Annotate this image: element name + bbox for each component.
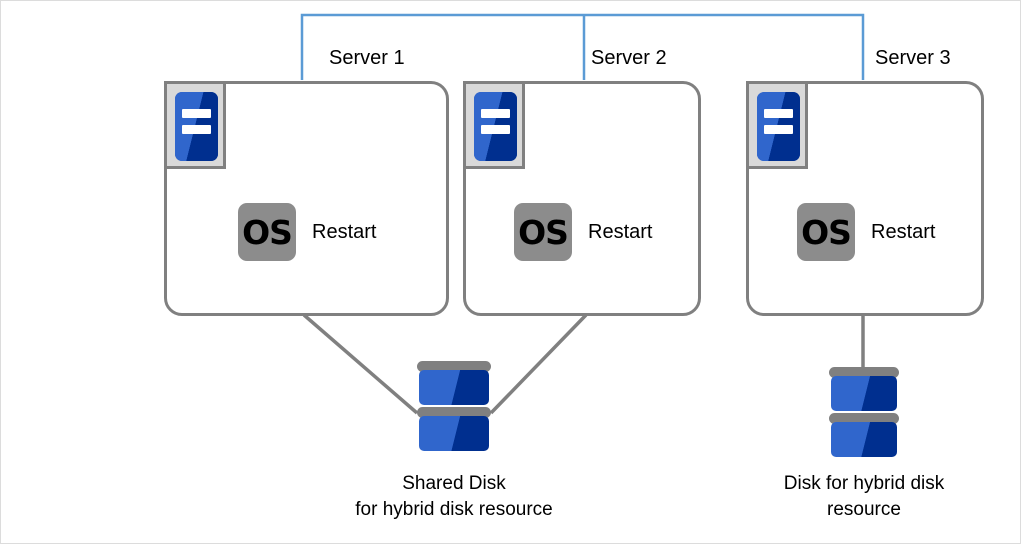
server-3-box[interactable]: OS Restart bbox=[746, 81, 984, 316]
disk-plate-middle bbox=[829, 413, 899, 424]
server-2-box[interactable]: OS Restart bbox=[463, 81, 701, 316]
disk-block-fill bbox=[831, 422, 897, 457]
shared-disk-caption: Shared Disk for hybrid disk resource bbox=[304, 471, 604, 522]
server-1-os-row: OS Restart bbox=[238, 203, 376, 261]
disk-block-fill bbox=[419, 370, 489, 405]
server-3-os-chip: OS bbox=[797, 203, 855, 261]
server-icon bbox=[175, 92, 218, 161]
server-icon-bar-top bbox=[182, 109, 211, 118]
disk-block-fill bbox=[419, 416, 489, 451]
server-2-badge bbox=[463, 81, 525, 169]
shared-disk-caption-line-2: for hybrid disk resource bbox=[355, 498, 553, 520]
local-disk-icon[interactable] bbox=[829, 367, 899, 463]
server-icon-bar-bottom bbox=[481, 125, 510, 134]
server-icon-bar-top bbox=[481, 109, 510, 118]
local-disk-caption-line-2: resource bbox=[827, 498, 901, 520]
server-3-title: Server 3 bbox=[875, 47, 951, 69]
disk-block-fill bbox=[831, 376, 897, 411]
server-1-status-label: Restart bbox=[312, 220, 377, 243]
server-2-os-row: OS Restart bbox=[514, 203, 652, 261]
server-2-title: Server 2 bbox=[591, 47, 667, 69]
server-icon-bar-top bbox=[764, 109, 793, 118]
server-3-status-label: Restart bbox=[871, 220, 936, 243]
disk-block-bottom bbox=[419, 416, 489, 451]
disk-block-top bbox=[419, 370, 489, 405]
server-3-badge bbox=[746, 81, 808, 169]
disk-plate-top bbox=[829, 367, 899, 378]
local-disk-caption-line-1: Disk for hybrid disk bbox=[783, 473, 945, 494]
server-1-box[interactable]: OS Restart bbox=[164, 81, 449, 316]
server-1-os-chip: OS bbox=[238, 203, 296, 261]
disk-plate-middle bbox=[417, 407, 491, 418]
server-icon-bar-bottom bbox=[182, 125, 211, 134]
server-2-os-chip: OS bbox=[514, 203, 572, 261]
disk-block-top bbox=[831, 376, 897, 411]
server-1-badge bbox=[164, 81, 226, 169]
disk-plate-top bbox=[417, 361, 491, 372]
local-disk-caption: Disk for hybrid disk resource bbox=[734, 471, 994, 522]
shared-disk-icon[interactable] bbox=[417, 361, 491, 457]
server-icon bbox=[757, 92, 800, 161]
server-3-os-row: OS Restart bbox=[797, 203, 935, 261]
cluster-bracket-icon bbox=[300, 13, 865, 80]
server-1-title: Server 1 bbox=[329, 47, 405, 69]
shared-disk-caption-line-1: Shared Disk bbox=[402, 473, 506, 494]
server-2-status-label: Restart bbox=[588, 220, 653, 243]
shared-disk-connector-icon bbox=[302, 313, 588, 415]
disk-block-bottom bbox=[831, 422, 897, 457]
server-icon bbox=[474, 92, 517, 161]
server-icon-bar-bottom bbox=[764, 125, 793, 134]
